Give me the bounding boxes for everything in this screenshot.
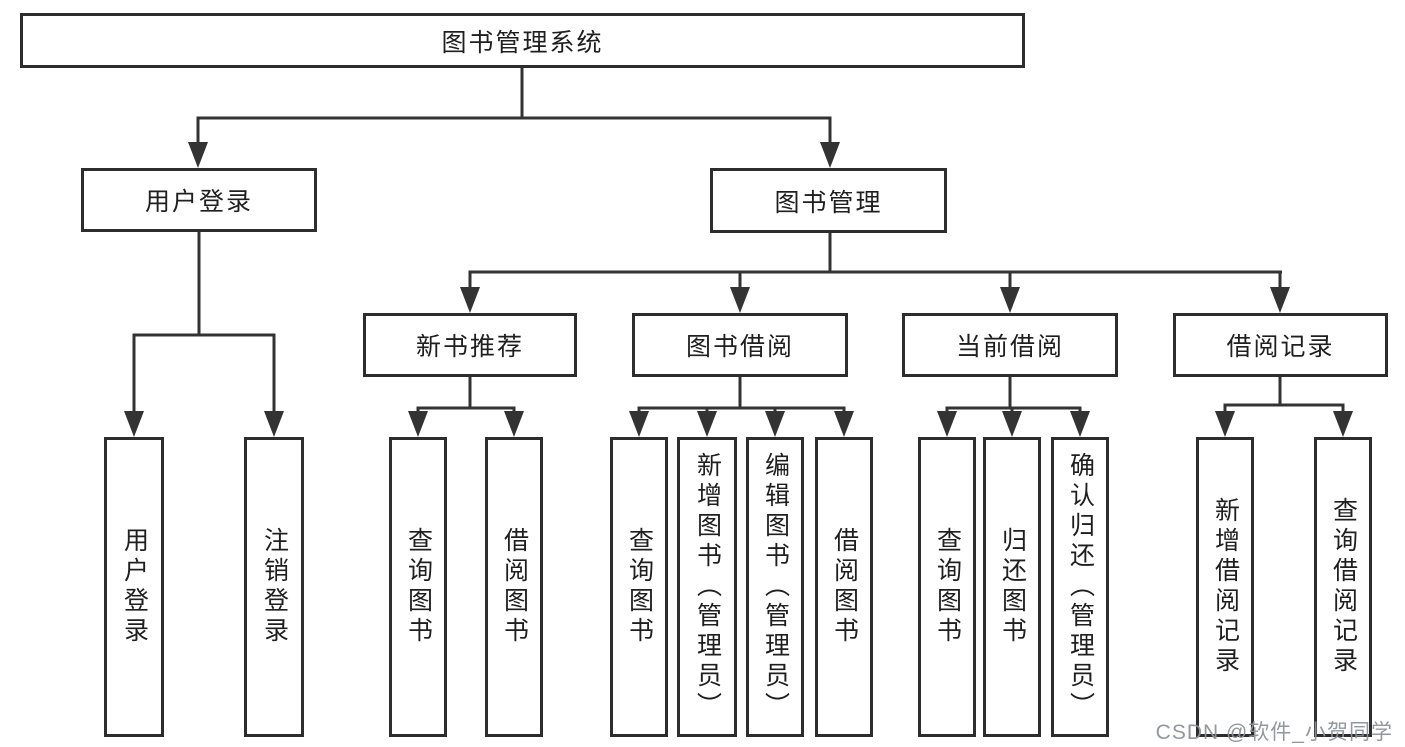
leaf-newbook-borrow-book: 借阅图书 [485, 437, 543, 737]
leaf-logout: 注销登录 [244, 437, 304, 737]
node-book-borrow: 图书借阅 [632, 313, 848, 377]
leaf-record-add-record: 新增借阅记录 [1196, 437, 1254, 737]
node-new-book-recommend-label: 新书推荐 [415, 333, 524, 361]
leaf-borrow-borrow-book-label: 借阅图书 [830, 527, 859, 647]
leaf-newbook-query-book: 查询图书 [389, 437, 447, 737]
leaf-record-query-record: 查询借阅记录 [1314, 437, 1372, 737]
leaf-user-login-label: 用户登录 [120, 527, 149, 647]
node-current-borrow-label: 当前借阅 [955, 333, 1064, 361]
node-book-management: 图书管理 [710, 168, 947, 233]
leaf-current-confirm-return-admin-label: 确认归还（管理员） [1066, 452, 1095, 722]
leaf-borrow-edit-book-admin: 编辑图书（管理员） [746, 437, 804, 737]
leaf-borrow-query-book: 查询图书 [610, 437, 668, 737]
leaf-record-query-record-label: 查询借阅记录 [1329, 497, 1358, 677]
node-user-login: 用户登录 [81, 168, 317, 232]
leaf-current-return-book: 归还图书 [983, 437, 1041, 737]
leaf-current-return-book-label: 归还图书 [998, 527, 1027, 647]
leaf-borrow-borrow-book: 借阅图书 [815, 437, 873, 737]
leaf-borrow-add-book-admin: 新增图书（管理员） [677, 437, 737, 737]
leaf-borrow-add-book-admin-label: 新增图书（管理员） [693, 452, 722, 722]
leaf-user-login: 用户登录 [104, 437, 164, 737]
leaf-logout-label: 注销登录 [260, 527, 289, 647]
leaf-borrow-edit-book-admin-label: 编辑图书（管理员） [761, 452, 790, 722]
node-borrow-records: 借阅记录 [1173, 313, 1388, 377]
node-book-borrow-label: 图书借阅 [685, 333, 794, 361]
node-root-label: 图书管理系统 [441, 28, 604, 57]
node-current-borrow: 当前借阅 [902, 313, 1118, 377]
node-root: 图书管理系统 [20, 13, 1025, 68]
leaf-current-query-book-label: 查询图书 [933, 527, 962, 647]
node-user-login-label: 用户登录 [144, 188, 253, 216]
node-new-book-recommend: 新书推荐 [363, 313, 577, 377]
leaf-current-confirm-return-admin: 确认归还（管理员） [1051, 437, 1109, 737]
csdn-watermark: CSDN @软件_小贺同学 [1155, 721, 1393, 744]
leaf-current-query-book: 查询图书 [918, 437, 976, 737]
leaf-newbook-query-book-label: 查询图书 [404, 527, 433, 647]
node-book-management-label: 图书管理 [774, 188, 883, 217]
leaf-borrow-query-book-label: 查询图书 [625, 527, 654, 647]
leaf-newbook-borrow-book-label: 借阅图书 [500, 527, 529, 647]
leaf-record-add-record-label: 新增借阅记录 [1211, 497, 1240, 677]
node-borrow-records-label: 借阅记录 [1226, 333, 1335, 361]
